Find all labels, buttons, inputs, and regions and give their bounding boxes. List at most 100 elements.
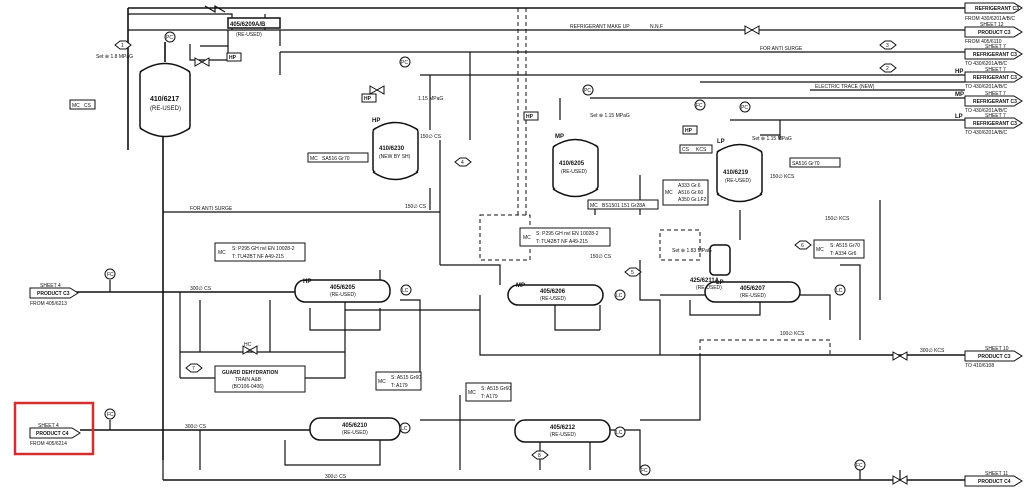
vessel-tag: 410/6205 [559, 161, 585, 167]
line-size-label: 150∅ CS [420, 134, 442, 140]
exchanger-405-6207: 405/6207 (RE-USED) [704, 281, 801, 303]
exchanger-405-6209ab: 405/6209A/B (RE-USED) [204, 4, 281, 38]
mp-label: MP [516, 283, 525, 289]
exchanger-405-6212: 405/6212 (RE-USED) [514, 419, 611, 443]
svg-text:SHEET 7: SHEET 7 [985, 91, 1006, 97]
lc-bubble: LC [614, 426, 626, 438]
exchanger-note: (RE-USED) [342, 430, 368, 436]
offpage-product-c3-sheet12[interactable]: SHEET 12 PRODUCT C3 FROM 405/6110 [964, 22, 1023, 45]
tag-hex: 2 [879, 63, 897, 73]
svg-text:LC: LC [616, 430, 623, 436]
svg-text:PC: PC [166, 35, 173, 41]
svg-text:HP: HP [685, 128, 693, 134]
svg-text:REFRIGERANT C3: REFRIGERANT C3 [973, 121, 1017, 127]
fc-bubble: FC [639, 464, 651, 476]
mc-value: SA516 Gr70 [322, 156, 350, 162]
drum-note: (RE-USED) [696, 285, 722, 291]
svg-text:SHEET 12: SHEET 12 [980, 22, 1004, 28]
svg-text:3: 3 [886, 43, 889, 49]
hp-box: HP [361, 93, 377, 103]
lc-bubble: LC [614, 289, 626, 301]
fc-bubble: FC [104, 408, 116, 420]
mc-line-1: S: P295 GH nvl EN 10028-2 [536, 231, 599, 237]
svg-text:PRODUCT C4: PRODUCT C4 [36, 431, 69, 437]
offpage-product-c3-in[interactable]: SHEET 4 PRODUCT C3 FROM 405/6213 [29, 283, 79, 307]
hp-label-2: HP [372, 118, 380, 124]
mc-label: MC [468, 390, 476, 396]
guard-dehydration-train: GUARD DEHYDRATION TRAIN A&B (BO106-0406) [214, 365, 306, 393]
svg-text:PRODUCT C3: PRODUCT C3 [978, 354, 1011, 360]
mc-line-1: A333 Gr.6 [678, 183, 701, 189]
mc-line-2: T: A179 [481, 394, 498, 400]
set-point: 1.15 MPaG [418, 96, 443, 102]
mc-line-3: A350 Gr.LF2 [678, 197, 707, 203]
svg-text:HP: HP [526, 114, 534, 120]
line-size-label: 300∅ KCS [920, 348, 945, 354]
instruments: PC PC PC PC LC LC LC LC LC FC FC FC FC F… [104, 31, 866, 476]
mc-line-1: S: A515 Gr60 [481, 386, 511, 392]
offpage-refrigerant-c3-7d[interactable]: SHEET 7 REFRIGERANT C3 TO 430/6201A/B/C [964, 113, 1023, 136]
offpage-refrigerant-c3-7c[interactable]: SHEET 7 REFRIGERANT C3 TO 430/6201A/B/C [964, 91, 1023, 114]
valves [194, 25, 908, 485]
svg-text:FC: FC [856, 463, 863, 469]
mc-label: MC [665, 190, 673, 196]
vessel-tag: 410/6219 [723, 170, 749, 176]
mc-value: SA516 Gr70 [792, 161, 820, 167]
dehydration-label-3: (BO106-0406) [232, 384, 264, 390]
set-point: Set ⊕ 1.8 MPaG [96, 54, 133, 60]
mc-line-2: T: TU42BT NF A49-215 [536, 239, 588, 245]
refrigerant-makeup-label: REFRIGERANT MAKE UP [570, 24, 630, 30]
fc-bubble: FC [104, 268, 116, 280]
exchanger-note: (RE-USED) [540, 296, 566, 302]
hp-box: HP [226, 52, 242, 62]
offpage-product-c3-out[interactable]: SHEET 10 PRODUCT C3 TO 410/6108 [964, 346, 1023, 369]
hp-label-3: HP [955, 69, 963, 75]
svg-text:LC: LC [401, 426, 408, 432]
svg-text:PC: PC [401, 60, 408, 66]
lc-bubble: LC [834, 284, 846, 296]
line-labels: REFRIGERANT MAKE UP N.N.F FOR ANTI SURGE… [185, 24, 945, 480]
line-size-label: 150∅ CS [590, 254, 612, 260]
mc-label: MC [310, 156, 318, 162]
svg-text:SHEET 4: SHEET 4 [40, 283, 61, 289]
offpage-product-c4-out[interactable]: SHEET 11 PRODUCT C4 [964, 471, 1023, 487]
tag-hex: 1 [114, 40, 132, 50]
mc-line-2: T: A334 Gr6 [830, 251, 857, 257]
mc-line-2: A516 Gr.60 [678, 190, 704, 196]
svg-text:5: 5 [631, 270, 634, 276]
svg-text:FC: FC [107, 412, 114, 418]
svg-text:6: 6 [801, 243, 804, 249]
mc-label: MC [218, 250, 226, 256]
offpage-product-c4-in[interactable]: SHEET 4 PRODUCT C4 FROM 405/6214 [13, 401, 95, 456]
line-size-label: 150∅ CS [405, 204, 427, 210]
mc-label: MC [590, 203, 598, 209]
vessel-note: (RE-USED) [150, 106, 181, 112]
svg-text:LC: LC [402, 288, 409, 294]
line-size-label: 150∅ KCS [825, 216, 850, 222]
exchanger-tag: 405/6209A/B [230, 22, 266, 28]
svg-text:SHEET 7: SHEET 7 [985, 44, 1006, 50]
svg-text:FC: FC [696, 103, 703, 109]
electric-trace-label: ELECTRIC TRACE (NEW) [815, 84, 875, 90]
offpage-refrigerant-c3-top[interactable]: REFRIGERANT C3 FROM 430/6201A/B/C [964, 2, 1023, 22]
line-size-label: 300∅ CS [325, 474, 347, 480]
mc-line-2: T: A179 [391, 383, 408, 389]
svg-text:HP: HP [229, 55, 237, 61]
svg-text:FC: FC [641, 468, 648, 474]
offpage-refrigerant-c3-7a[interactable]: SHEET 7 REFRIGERANT C3 TO 430/6201A/B/C [964, 44, 1023, 67]
vessel-tag: 410/6217 [150, 96, 179, 103]
svg-text:TO 430/6201A/B/C: TO 430/6201A/B/C [965, 108, 1008, 114]
pressure-labels: HP MP LP HP MP LP HP MP LP Set ⊕ 1.8 MPa… [96, 54, 964, 289]
anti-surge-label: FOR ANTI SURGE [760, 46, 803, 52]
svg-text:PC: PC [584, 88, 591, 94]
svg-text:TO 430/6201A/B/C: TO 430/6201A/B/C [965, 84, 1008, 90]
line-size-label: 150∅ KCS [770, 174, 795, 180]
offpage-refrigerant-c3-7b[interactable]: SHEET 7 REFRIGERANT C3 TO 430/6201A/B/C [964, 67, 1023, 90]
dehydration-label-2: TRAIN A&B [235, 377, 262, 383]
svg-text:HP: HP [364, 96, 372, 102]
set-point: Set ⊕ 1.83 MPaG [672, 248, 712, 254]
mc-label: MC [816, 247, 824, 253]
pc-bubble: PC [399, 56, 411, 68]
svg-text:8: 8 [538, 453, 541, 459]
exchanger-405-6210: 405/6210 (RE-USED) [309, 417, 401, 441]
